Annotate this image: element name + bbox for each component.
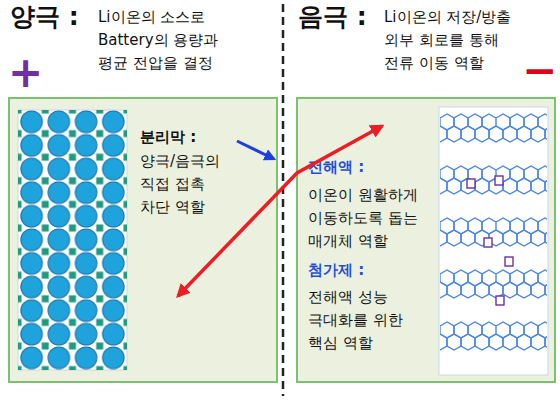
anode-panel: 전해액 : 이온이 원활하게 이동하도록 돕는 매개체 역할첨가제 : 전해액 성능… (296, 97, 556, 383)
cathode-panel: 분리막 : 양극/음극의 직접 접촉 차단 역할 (8, 97, 278, 383)
callout-text: 이온이 원활하게 이동하도록 돕는 매개체 역할 (308, 184, 436, 253)
callout-heading: 첨가제 : (308, 261, 428, 279)
callout-text: 전해액 성능 극대화를 위한 핵심 역할 (308, 286, 436, 355)
polarity-sign: + (8, 48, 43, 98)
electrode-heading: 양극 : (10, 2, 79, 32)
electrode-heading: 음극 : (298, 2, 367, 32)
polarity-sign: − (522, 46, 557, 96)
callout-heading: 분리막 : (140, 128, 260, 146)
description-text: Li이온의 소스로 Battery의 용량과 평균 전압을 결정 (98, 6, 230, 75)
callout-heading: 전해액 : (308, 158, 428, 176)
description-text: Li이온의 저장/방출 외부 회로를 통해 전류 이동 역할 (384, 6, 516, 75)
callout-text: 양극/음극의 직접 접촉 차단 역할 (140, 150, 230, 219)
separator-line (282, 4, 285, 396)
